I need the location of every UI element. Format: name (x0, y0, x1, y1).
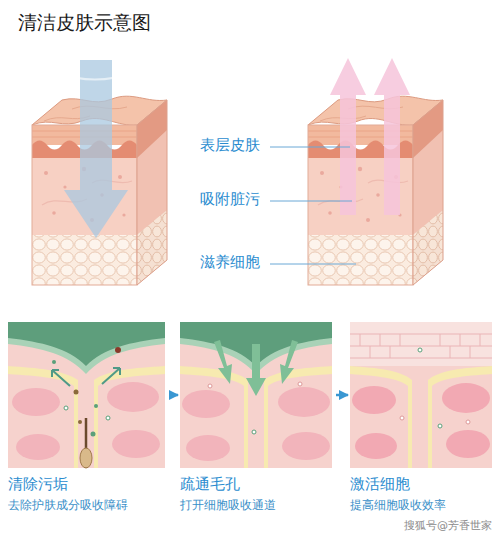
panel-activate-part (350, 366, 492, 468)
panel-activate-part (446, 430, 490, 458)
process-panel: 激活细胞提高细胞吸收效率 (350, 322, 494, 514)
panel-activate-part (350, 322, 492, 468)
panel-cleanse-part (115, 347, 121, 353)
layer-label: 表层皮肤 (200, 136, 260, 155)
layer-label: 滋养细胞 (200, 253, 260, 272)
step-description: 去除护肤成分吸收障碍 (8, 497, 167, 514)
panel-cleanse-part (80, 448, 92, 468)
leader-line (270, 264, 356, 265)
right-skin-block (308, 58, 443, 285)
panel-activate-part (442, 383, 490, 413)
panel-cleanse-part (8, 322, 165, 468)
panel-pore-part (182, 390, 230, 418)
panel-cleanse-part (94, 404, 98, 408)
panel-pore-part (298, 382, 302, 386)
panel-cleanse-part (8, 322, 165, 366)
panel-activate-part (466, 420, 470, 424)
panel-cleanse-part (106, 416, 110, 420)
panel-pore-part (278, 387, 330, 417)
panel-pore-part (214, 340, 232, 384)
panel-pore-part (252, 430, 256, 434)
panel-pore-part (280, 340, 298, 384)
panel-cleanse-part (52, 370, 70, 386)
panel-activate-part (418, 348, 422, 352)
panel-activate-part (360, 334, 480, 358)
panel-cleanse-part (52, 360, 56, 364)
panel-activate-part (400, 416, 404, 420)
outward-arrow (374, 58, 410, 215)
panel-cleanse-part (16, 434, 60, 460)
panel-cleanse-part (8, 366, 165, 468)
panel-cleanse-part (91, 432, 96, 437)
skin-block-use (308, 96, 443, 285)
panel-pore-part (208, 384, 212, 388)
flow-arrow (336, 394, 348, 397)
outward-arrow (330, 58, 366, 215)
leader-line (270, 147, 350, 148)
left-skin-block (32, 60, 167, 285)
panel-cleanse-part (8, 322, 165, 374)
watermark: 搜狐号@芳香世家 (404, 518, 492, 533)
process-panel: 清除污垢去除护肤成分吸收障碍 (8, 322, 167, 514)
panel-activate-part (438, 424, 442, 428)
panel-pore-part (180, 322, 332, 468)
step-heading: 疏通毛孔 (180, 474, 334, 494)
panel-activate-part (355, 433, 397, 459)
panel-cleanse (8, 322, 165, 468)
panel-cleanse-part (78, 420, 82, 424)
panel-activate-part (350, 334, 492, 358)
panel-activate (350, 322, 492, 468)
flow-arrow (169, 394, 178, 397)
diagram-title: 清洁皮肤示意图 (18, 10, 151, 36)
step-description: 提高细胞吸收效率 (350, 497, 494, 514)
panel-pore-part (186, 435, 230, 461)
process-panel: 疏通毛孔打开细胞吸收通道 (180, 322, 334, 514)
panel-pore-part (282, 432, 330, 460)
panel-cleanse-part (107, 382, 159, 412)
step-heading: 清除污垢 (8, 474, 167, 494)
layer-label: 吸附脏污 (200, 190, 260, 209)
panel-activate-part (352, 386, 396, 414)
arrow-highlight (60, 72, 130, 80)
panel-activate-part (350, 322, 492, 366)
step-heading: 激活细胞 (350, 474, 494, 494)
panel-cleanse-part (74, 390, 79, 395)
panel-cleanse-part (12, 388, 60, 416)
panel-cleanse-part (102, 368, 120, 384)
panel-pore (180, 322, 332, 468)
step-description: 打开细胞吸收通道 (180, 497, 334, 514)
panel-pore-part (246, 344, 266, 396)
leader-line (270, 201, 352, 202)
panel-cleanse-part (64, 406, 68, 410)
inward-arrow (64, 60, 128, 238)
panel-cleanse-part (112, 430, 160, 458)
leader-lines (270, 147, 356, 264)
